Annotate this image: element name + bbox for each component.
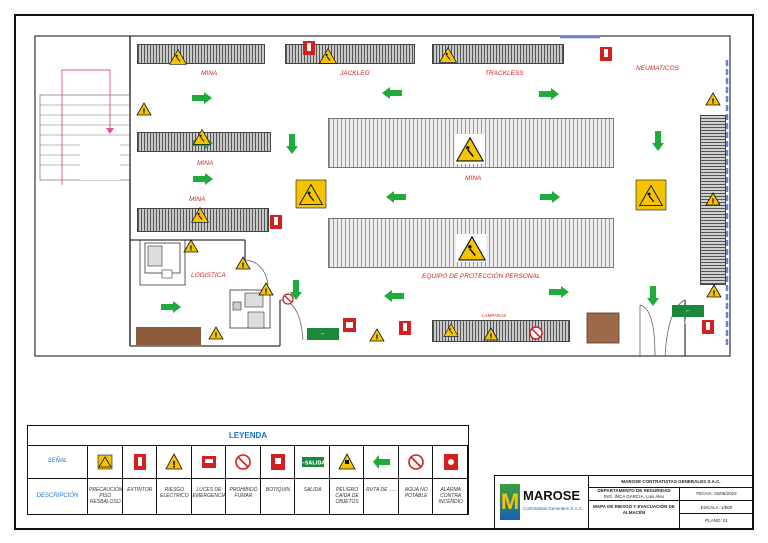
fire-alarm-icon	[443, 454, 458, 470]
area-label: LOGISTICA	[191, 272, 226, 279]
legend-sign-cell	[433, 445, 468, 478]
legend-desc-cell: BOTIQUIN	[261, 479, 296, 514]
date: FECHA: 02/05/2023	[679, 487, 753, 500]
extinguisher-icon	[133, 454, 146, 470]
legend-row-desc: DESCRIPCIÓN	[28, 479, 88, 514]
legend-desc-cell: ALARMA CONTRA INCENDIO	[433, 479, 468, 514]
legend-desc-cell: PROHIBIDO FUMAR	[226, 479, 261, 514]
exit-icon: ←SALIDA	[301, 457, 324, 467]
legend-desc-cell: AGUA NO POTABLE	[399, 479, 434, 514]
legend-description: PRECAUCIÓN PISO RESBALOSO	[89, 487, 123, 505]
legend-sign-cell	[261, 445, 296, 478]
legend-sign-cell	[330, 445, 365, 478]
slippery-floor-icon	[97, 454, 113, 470]
legend-sign-cell	[88, 445, 123, 478]
emergency-light-icon	[201, 456, 216, 468]
shelf-rack	[432, 320, 570, 342]
legend-desc-cell: PRECAUCIÓN PISO RESBALOSO	[88, 479, 123, 514]
plan-number: PLANO: 01	[679, 514, 753, 528]
storage-box	[136, 327, 201, 345]
legend-description: EXTINTOR	[127, 487, 153, 493]
legend-description: RUTA DE ......	[366, 487, 398, 493]
legend-row-sign: SEÑAL	[28, 445, 88, 478]
legend-description: SALIDA	[303, 487, 322, 493]
legend-description: LUCES DE EMERGENCIA	[192, 487, 227, 499]
legend-description: AGUA NO POTABLE	[404, 487, 428, 499]
engineer: ING. INCA GARCIA, Luis Alex	[603, 494, 665, 499]
drawing-frame	[14, 14, 754, 530]
legend-desc-cell: LUCES DE EMERGENCIA	[192, 479, 227, 514]
legend-desc-cell: PELIGRO CAIDA DE OBJETOS	[330, 479, 365, 514]
legend-description: PELIGRO CAIDA DE OBJETOS	[335, 487, 359, 505]
legend-sign-cell: ←SALIDA	[295, 445, 330, 478]
legend-description: BOTIQUIN	[265, 487, 291, 493]
area-label: LAMPARAS	[482, 313, 507, 318]
map-title: MAPA DE RIESGO Y EVACUACIÓN DE ALMACÉN	[593, 504, 675, 515]
legend-description: ALARMA CONTRA INCENDIO	[438, 487, 463, 505]
shelf-rack	[285, 44, 415, 64]
legend-description: PROHIBIDO FUMAR	[229, 487, 258, 499]
shelf-rack	[700, 115, 726, 285]
exit-sign-label: SALIDA	[310, 342, 336, 349]
exit-sign-label: SALIDA	[675, 319, 701, 326]
first-aid-icon	[270, 454, 285, 470]
legend-sign-cell	[123, 445, 158, 478]
exit-sign: ← SALIDA	[672, 305, 704, 326]
department: DEPARTAMENTO DE SEGURIDAD	[597, 488, 671, 493]
shelf-rack	[432, 44, 564, 64]
legend-description: RIESGO ELECTRICO	[160, 487, 189, 499]
area-label: MINA	[197, 160, 214, 167]
company-logo: M MAROSE Contratistas Generales S.A.C.	[495, 476, 589, 528]
area-label: MINA	[465, 175, 482, 182]
scale: ESCALA: 1/500	[679, 501, 753, 514]
svg-text:←SALIDA: ←SALIDA	[302, 461, 324, 467]
legend-sign-cell	[399, 445, 434, 478]
area-label: MINA	[201, 70, 218, 77]
legend-sign-cell	[192, 445, 227, 478]
exit-sign: ← SALIDA	[307, 328, 339, 349]
legend-sign-cell	[364, 445, 399, 478]
route-arrow-icon	[372, 455, 390, 469]
no-drinking-water-icon	[408, 454, 424, 470]
no-smoking-icon	[235, 454, 252, 470]
legend-desc-cell: RIESGO ELECTRICO	[157, 479, 192, 514]
shelf-rack	[137, 44, 265, 64]
logistics-desk	[144, 242, 271, 329]
legend-sign-cell	[226, 445, 261, 478]
svg-text:!: !	[172, 461, 176, 471]
falling-objects-icon	[338, 453, 356, 470]
storage-box	[586, 312, 620, 344]
legend: LEYENDA SEÑAL DESCRIPCIÓN PRECAUCIÓN PIS…	[27, 425, 469, 515]
shelf-rack	[328, 118, 614, 168]
electric-risk-icon: !	[165, 453, 184, 471]
title-block: M MAROSE Contratistas Generales S.A.C. M…	[494, 475, 754, 530]
area-label: TRACKLESS	[485, 70, 524, 77]
legend-title: LEYENDA	[28, 426, 468, 446]
area-label: EQUIPO DE PROTECCIÓN PERSONAL	[422, 273, 541, 280]
legend-desc-cell: SALIDA	[295, 479, 330, 514]
stairs	[39, 69, 131, 185]
company-name: MAROSE CONTRATISTAS GENERALES S.A.C.	[589, 476, 753, 488]
area-label: NEUMATICOS	[636, 65, 679, 72]
logo-text: MAROSE	[523, 488, 581, 503]
shelf-rack	[137, 208, 269, 232]
legend-sign-cell: !	[157, 445, 192, 478]
area-label: JACKLEG	[340, 70, 370, 77]
legend-desc-cell: EXTINTOR	[123, 479, 158, 514]
legend-desc-cell: RUTA DE ......	[364, 479, 399, 514]
shelf-rack	[137, 132, 271, 152]
logo-subtext: Contratistas Generales S.A.C.	[523, 506, 584, 511]
shelf-rack	[328, 218, 614, 268]
area-label: MINA	[189, 196, 206, 203]
